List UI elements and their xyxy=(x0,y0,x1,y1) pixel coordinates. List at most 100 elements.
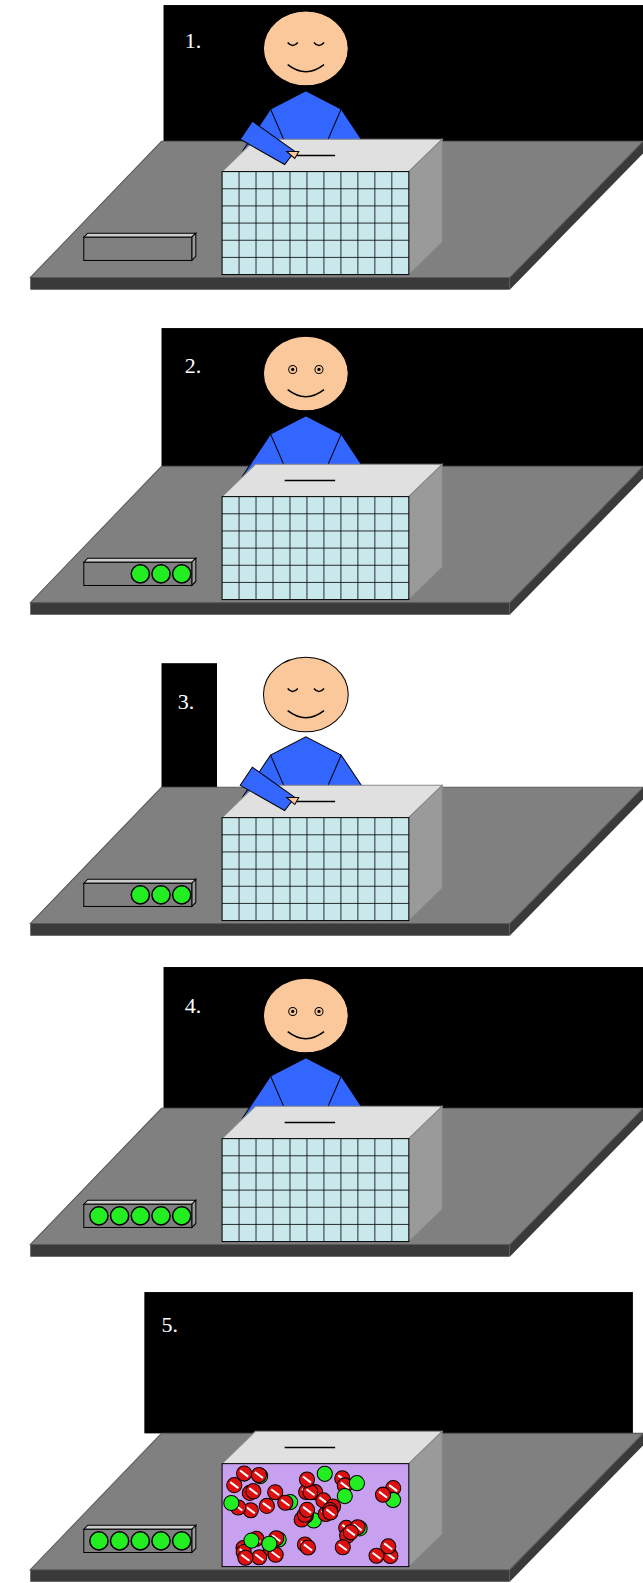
ball-stripe xyxy=(249,1488,257,1494)
tray xyxy=(84,1529,192,1552)
grid-line xyxy=(222,257,409,258)
machine-side xyxy=(409,139,442,274)
red-ball xyxy=(259,1498,274,1513)
green-ball xyxy=(173,1207,191,1225)
grid-line xyxy=(222,869,409,870)
red-ball xyxy=(246,1484,261,1499)
ball-stripe xyxy=(373,1553,381,1559)
reaching-arm xyxy=(240,767,295,810)
green-ball xyxy=(173,1532,191,1550)
grid-line xyxy=(222,1207,409,1208)
grid-line xyxy=(222,205,409,206)
ball-stripe xyxy=(255,1554,263,1560)
machine-side xyxy=(409,785,442,920)
green-ball xyxy=(131,886,149,904)
closed-eye xyxy=(288,688,298,691)
ball-stripe xyxy=(379,1492,387,1498)
green-ball xyxy=(317,1466,332,1481)
backdrop xyxy=(144,1292,633,1433)
pupil xyxy=(317,368,320,371)
step-number: 4. xyxy=(185,995,202,1017)
ball-stripe xyxy=(389,1485,397,1491)
grid-line xyxy=(222,565,409,566)
eye xyxy=(315,365,323,373)
reaching-arm xyxy=(240,121,295,164)
closed-eye xyxy=(288,42,298,45)
grid-line xyxy=(222,188,409,189)
panel xyxy=(30,967,643,1257)
grid-line xyxy=(222,223,409,224)
ball-stripe xyxy=(255,1472,263,1478)
grid-line xyxy=(222,1190,409,1191)
machine-front xyxy=(222,818,409,921)
tray-side xyxy=(192,233,196,260)
grid-line xyxy=(222,530,409,531)
grid-line xyxy=(222,834,409,835)
red-ball xyxy=(343,1525,358,1540)
floor-edge xyxy=(30,603,509,615)
backdrop xyxy=(164,5,643,141)
ball-stripe xyxy=(303,1507,311,1513)
green-ball xyxy=(173,565,191,583)
slot xyxy=(285,480,335,482)
tray-side xyxy=(192,1525,196,1552)
ball-stripe xyxy=(271,1489,279,1495)
red-ball xyxy=(251,1467,266,1482)
grid-line xyxy=(222,851,409,852)
tray-top xyxy=(84,233,196,237)
red-ball xyxy=(299,1472,314,1487)
tray-top xyxy=(84,1200,196,1204)
ball-stripe xyxy=(339,1544,347,1550)
tray xyxy=(84,237,192,260)
closed-eye xyxy=(314,688,324,691)
ball-stripe xyxy=(326,1509,334,1515)
grid-line xyxy=(222,582,409,583)
grid-line xyxy=(222,1155,409,1156)
machine-top xyxy=(222,1431,442,1463)
green-ball xyxy=(173,886,191,904)
step-number: 1. xyxy=(185,30,202,52)
step-number: 5. xyxy=(162,1314,179,1336)
grid-line xyxy=(222,240,409,241)
ball-stripe xyxy=(306,1489,314,1495)
panel xyxy=(30,1292,643,1582)
floor-edge xyxy=(30,1570,509,1582)
floor-edge xyxy=(30,1245,509,1257)
machine-side xyxy=(409,1431,442,1566)
hand xyxy=(287,151,299,158)
head xyxy=(263,978,348,1053)
smile xyxy=(288,1032,324,1039)
tray xyxy=(84,562,192,585)
smile xyxy=(288,65,324,72)
machine-front xyxy=(222,1139,409,1242)
green-ball xyxy=(131,1207,149,1225)
head xyxy=(263,657,348,732)
ball-stripe xyxy=(272,1552,280,1558)
red-ball xyxy=(299,1502,314,1517)
ball-stripe xyxy=(247,1507,255,1513)
tray-top xyxy=(84,1525,196,1529)
green-ball xyxy=(90,1532,108,1550)
machine-top xyxy=(222,464,442,496)
eye xyxy=(315,1007,323,1015)
backdrop xyxy=(162,328,643,471)
grid-line xyxy=(222,513,409,514)
ball-stripe xyxy=(303,1477,311,1483)
tray-top xyxy=(84,879,196,883)
green-ball xyxy=(152,1532,170,1550)
machine-top xyxy=(222,1106,442,1138)
red-ball xyxy=(278,1495,293,1510)
backdrop xyxy=(162,663,218,787)
machine-side xyxy=(409,464,442,599)
green-ball xyxy=(131,1532,149,1550)
grid-line xyxy=(222,886,409,887)
panel xyxy=(30,657,643,936)
tray-side xyxy=(192,1200,196,1227)
ball-stripe xyxy=(304,1544,312,1550)
pupil xyxy=(291,368,294,371)
step-number: 3. xyxy=(178,691,195,713)
ball-stripe xyxy=(384,1543,392,1549)
slot xyxy=(285,1122,335,1124)
machine-side xyxy=(409,1106,442,1241)
head xyxy=(263,11,348,86)
